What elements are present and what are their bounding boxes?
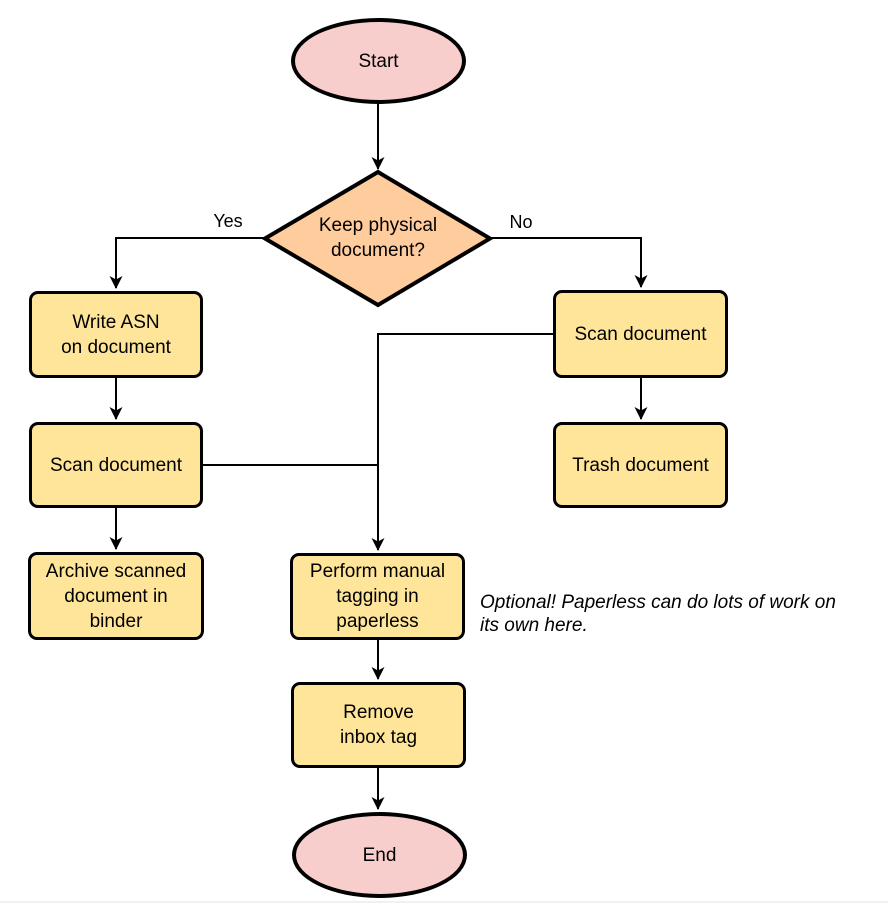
node-trash: Trash document [553,422,728,508]
node-write-asn: Write ASN on document [29,291,203,378]
edge-label-yes: Yes [213,211,243,231]
annotation-note: Optional! Paperless can do lots of work … [480,592,836,636]
node-start-label: Start [358,50,399,72]
node-tagging: Perform manual tagging in paperless [290,553,465,640]
node-archive: Archive scanned document in binder [28,552,204,640]
node-end-label: End [362,844,397,866]
node-start: Start [291,18,466,104]
node-end: End [292,812,467,898]
node-remove-inbox-label: Remove inbox tag [339,702,418,748]
edge-scanright-to-tagging [371,333,553,551]
node-scan-document-left-label: Scan document [49,454,183,476]
node-remove-inbox: Remove inbox tag [291,682,466,768]
bottom-divider [0,901,888,903]
node-write-asn-label: Write ASN on document [61,311,171,358]
node-scan-document-right: Scan document [553,290,728,378]
edge-decision-yes [109,237,265,289]
edge-decision-no [490,237,648,288]
node-scan-document-right-label: Scan document [574,323,707,345]
edge-label-no: No [509,212,533,232]
node-decision-label: Keep physical document? [318,215,438,261]
node-archive-label: Archive scanned document in binder [45,560,187,632]
node-scan-document-left: Scan document [29,422,203,508]
node-trash-label: Trash document [572,454,709,476]
node-tagging-label: Perform manual tagging in paperless [309,561,446,632]
